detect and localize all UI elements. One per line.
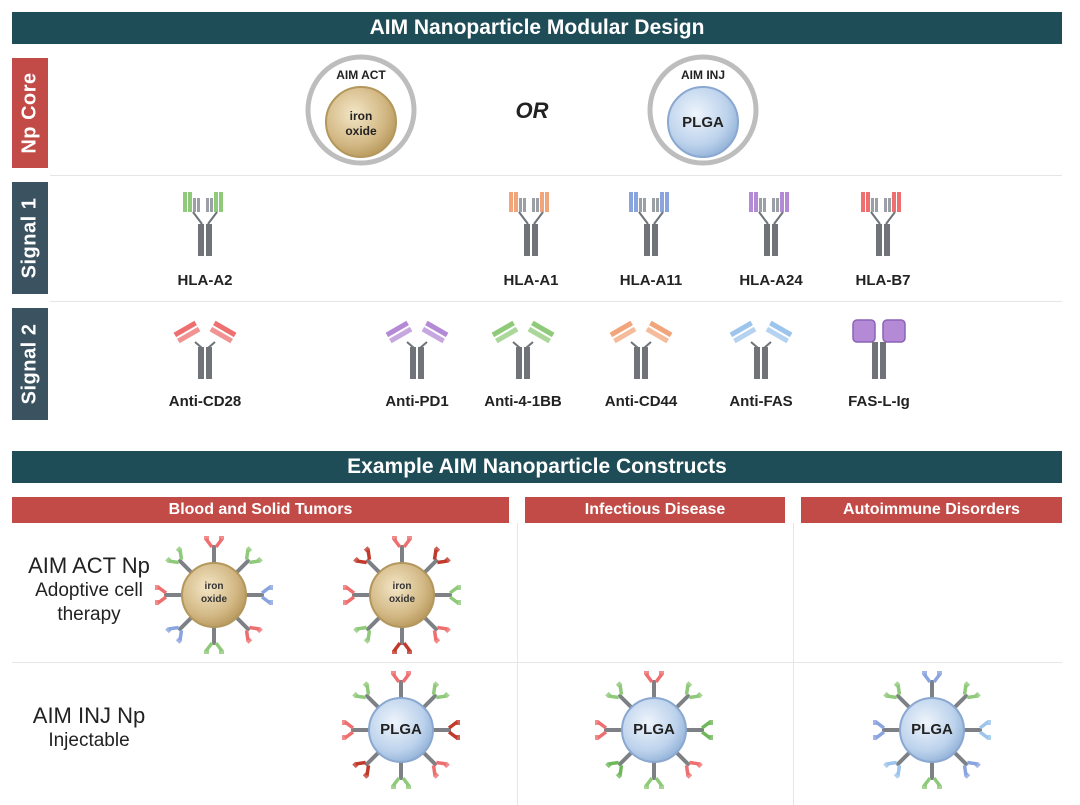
- row-divider: [12, 662, 1062, 663]
- signal2-label: Anti-CD44: [604, 393, 678, 410]
- row-act-subtitle-1: Adoptive cell: [35, 580, 143, 601]
- hla-icon: [495, 190, 567, 267]
- signal2-label: Anti-PD1: [385, 393, 449, 410]
- hla-icon: [169, 190, 241, 267]
- fas-ligand-icon: [843, 318, 915, 385]
- antibody-icon: [381, 318, 453, 385]
- core-inj-label: AIM INJ: [680, 68, 725, 82]
- column-header-infectious: Infectious Disease: [525, 497, 785, 523]
- core-act-text-1: iron: [349, 109, 373, 123]
- antibody-icon: [487, 318, 559, 385]
- antibody-icon: [725, 318, 797, 385]
- column-header-tumors: Blood and Solid Tumors: [12, 497, 509, 523]
- plga-nanoparticle: PLGA: [872, 670, 992, 790]
- row-label-act: AIM ACT Np Adoptive cell therapy: [9, 553, 169, 627]
- particle-core-text: oxide: [200, 594, 228, 605]
- plga-nanoparticle: PLGA: [341, 670, 461, 790]
- signal1-label: HLA-A24: [739, 272, 803, 289]
- antibody-icon: [605, 318, 677, 385]
- title-banner: AIM Nanoparticle Modular Design: [12, 12, 1062, 44]
- particle-core-text: oxide: [388, 594, 416, 605]
- plga-nanoparticle: PLGA: [594, 670, 714, 790]
- column-divider-1: [517, 523, 518, 805]
- core-inj-text: PLGA: [682, 114, 724, 131]
- np-core-tab: Np Core: [12, 58, 48, 168]
- core-aim-inj: AIM INJ PLGA: [647, 54, 759, 166]
- signal1-label: HLA-A1: [503, 272, 559, 289]
- constructs-title: Example AIM Nanoparticle Constructs: [347, 455, 727, 478]
- signal1-tab-label: Signal 1: [18, 197, 41, 279]
- particle-core-text: iron: [204, 581, 224, 592]
- column-divider-2: [793, 523, 794, 805]
- row-inj-title: AIM INJ Np: [32, 703, 146, 728]
- row-inj-subtitle: Injectable: [48, 730, 130, 751]
- signal2-tab-label: Signal 2: [18, 323, 41, 405]
- core-act-label: AIM ACT: [336, 68, 386, 82]
- column-header-autoimmune: Autoimmune Disorders: [801, 497, 1062, 523]
- core-aim-act: AIM ACT iron oxide: [305, 54, 417, 166]
- row-act-subtitle-2: therapy: [57, 604, 121, 625]
- hla-icon: [615, 190, 687, 267]
- row-act-title: AIM ACT Np: [28, 553, 150, 578]
- signal1-label: HLA-A11: [619, 272, 683, 289]
- antibody-icon: [169, 318, 241, 385]
- constructs-banner: Example AIM Nanoparticle Constructs: [12, 451, 1062, 483]
- signal2-label: Anti-4-1BB: [484, 393, 562, 410]
- particle-core-text: PLGA: [380, 721, 422, 738]
- or-text: OR: [515, 98, 549, 123]
- core-act-text-2: oxide: [345, 124, 377, 138]
- iron-oxide-nanoparticle: iron oxide: [154, 535, 274, 655]
- signal2-label: Anti-FAS: [729, 393, 793, 410]
- signal1-label: HLA-A2: [177, 272, 233, 289]
- signal2-label: Anti-CD28: [168, 393, 242, 410]
- signal1-label: HLA-B7: [855, 272, 911, 289]
- hla-icon: [735, 190, 807, 267]
- row-label-inj: AIM INJ Np Injectable: [9, 703, 169, 753]
- signal2-tab: Signal 2: [12, 308, 48, 420]
- separator-signal1: [50, 301, 1062, 302]
- separator-core: [50, 175, 1062, 176]
- signal2-label: FAS-L-Ig: [848, 393, 910, 410]
- diagram-title: AIM Nanoparticle Modular Design: [369, 16, 705, 39]
- hla-icon: [847, 190, 919, 267]
- particle-core-text: PLGA: [633, 721, 675, 738]
- iron-oxide-nanoparticle: iron oxide: [342, 535, 462, 655]
- np-core-tab-label: Np Core: [18, 72, 41, 154]
- particle-core-text: PLGA: [911, 721, 953, 738]
- signal1-tab: Signal 1: [12, 182, 48, 294]
- particle-core-text: iron: [392, 581, 412, 592]
